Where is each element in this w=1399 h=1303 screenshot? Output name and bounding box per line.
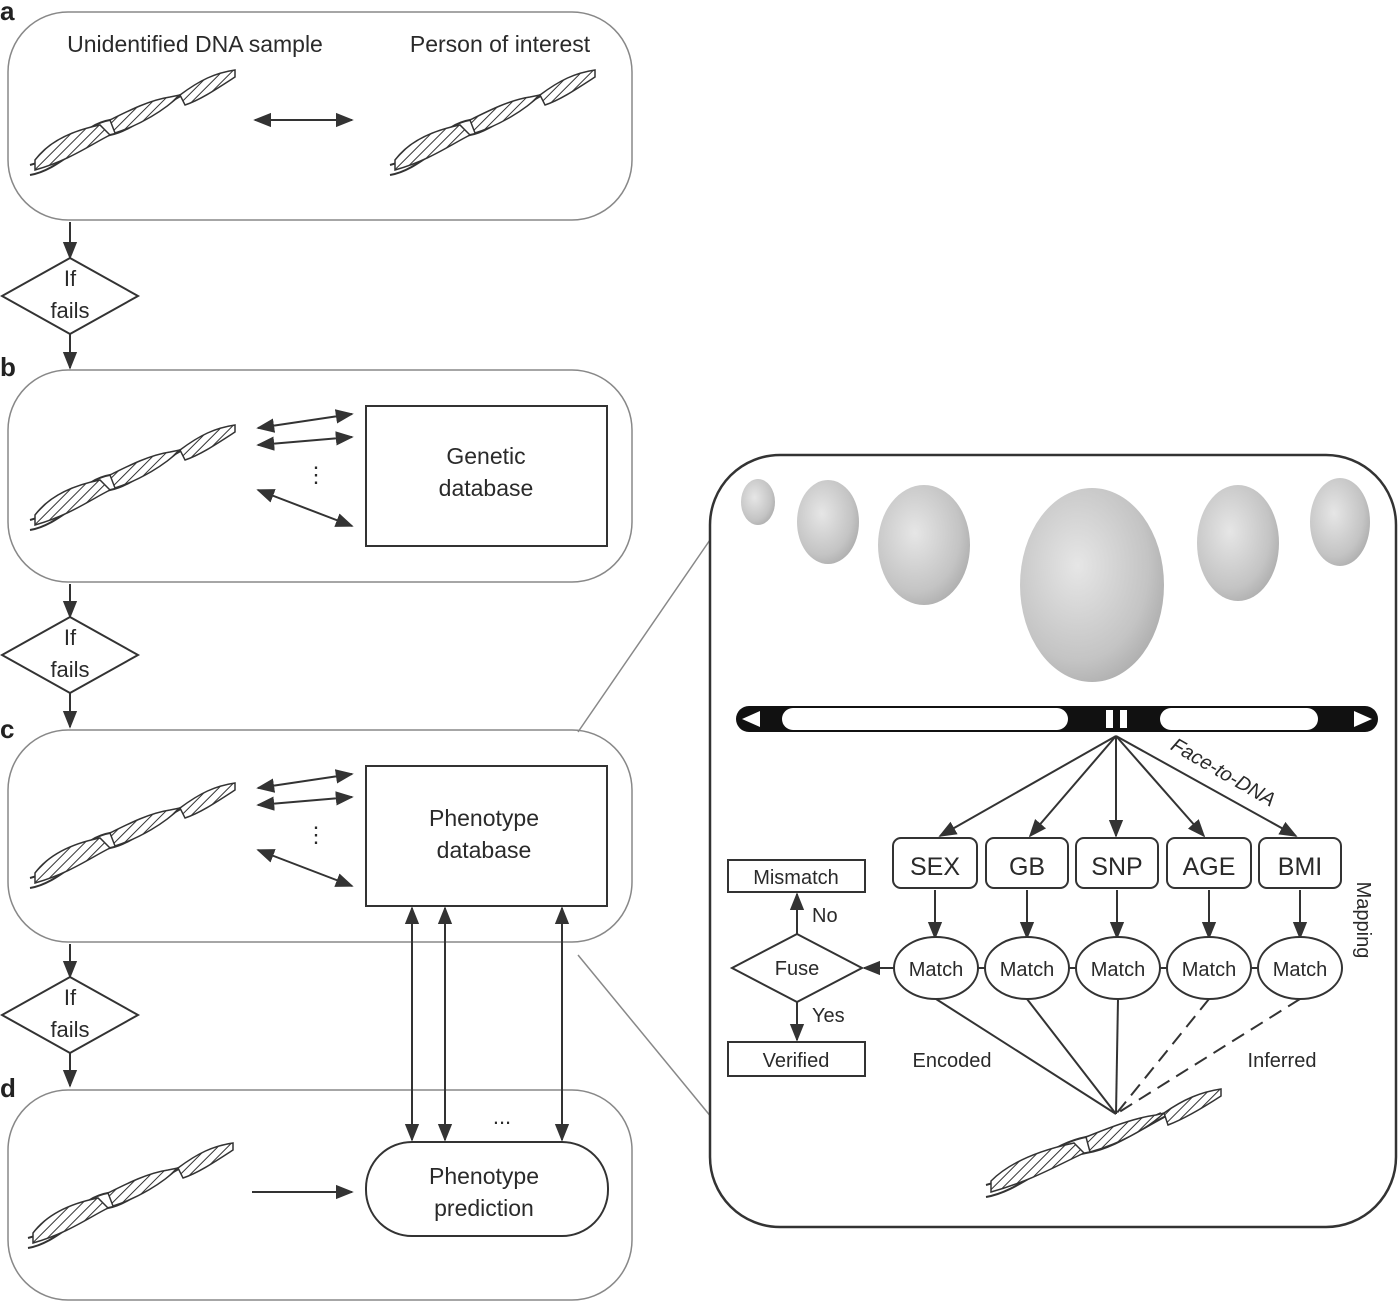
dna-helix-icon <box>27 1142 234 1249</box>
dna-helix-icon <box>29 69 236 176</box>
trait-box-age <box>1166 837 1252 889</box>
genetic-database-line1: Genetic <box>446 443 525 469</box>
decision-line1: If <box>64 625 77 650</box>
dna-helix-icon <box>985 1088 1222 1198</box>
dna-helix-icon <box>389 69 596 176</box>
trait-label-bmi: BMI <box>1278 853 1322 881</box>
encoded-link <box>1026 998 1117 1115</box>
dna-helix-icon <box>29 424 236 531</box>
encoded-label: Encoded <box>913 1050 992 1072</box>
no-label: No <box>812 905 838 927</box>
trait-box-bmi <box>1258 837 1342 889</box>
panel-d-frame <box>7 1089 633 1301</box>
verified-box <box>727 1041 866 1077</box>
verified-label: Verified <box>763 1050 830 1072</box>
encoded-link <box>1115 998 1119 1115</box>
decision-line2: fails <box>50 657 89 682</box>
mapping-label: Mapping <box>1352 882 1374 959</box>
decision-line1: If <box>64 266 77 291</box>
match-label: Match <box>1091 959 1145 981</box>
trait-box-sex <box>892 837 978 889</box>
fuse-label: Fuse <box>775 958 819 980</box>
branch-arrow <box>938 735 1117 837</box>
phenotype-prediction-box <box>365 1141 609 1237</box>
trait-label-age: AGE <box>1183 853 1236 881</box>
ellipsis-dots: ... <box>493 1104 511 1129</box>
face-icon <box>797 480 859 564</box>
branch-arrow <box>1115 735 1298 837</box>
query-arrow <box>256 769 354 793</box>
query-arrow <box>256 409 354 433</box>
query-arrow <box>256 791 354 811</box>
unidentified-sample-label: Unidentified DNA sample <box>67 31 323 57</box>
inferred-link <box>1115 998 1210 1115</box>
encoded-link <box>935 998 1117 1115</box>
ellipsis-dots: ⋮ <box>305 462 327 487</box>
panel-b-frame <box>7 369 633 583</box>
face-scan-sequence <box>741 478 1370 682</box>
face-icon <box>1020 488 1164 682</box>
match-label: Match <box>909 959 963 981</box>
match-label: Match <box>1273 959 1327 981</box>
panel-label-a: a <box>0 0 15 26</box>
ellipsis-dots: ⋮ <box>305 822 327 847</box>
face-icon <box>1310 478 1370 566</box>
phenotype-database-line1: Phenotype <box>429 805 539 831</box>
zoom-connector <box>577 954 713 1119</box>
trait-box-gb <box>985 837 1069 889</box>
face-icon <box>741 479 775 525</box>
person-of-interest-label: Person of interest <box>410 31 591 57</box>
phenotype-database-line2: database <box>437 837 532 863</box>
trait-box-snp <box>1075 837 1159 889</box>
genetic-database-box <box>365 405 608 547</box>
mismatch-label: Mismatch <box>753 867 839 889</box>
genetic-database-line2: database <box>439 475 534 501</box>
branch-arrow <box>1028 735 1117 838</box>
dna-helix-icon <box>29 782 236 889</box>
trait-label-snp: SNP <box>1091 853 1142 881</box>
query-arrow <box>256 489 354 527</box>
yes-label: Yes <box>812 1005 845 1027</box>
phenotype-prediction-line2: prediction <box>434 1195 534 1221</box>
inferred-link <box>1115 998 1301 1115</box>
panel-label-b: b <box>0 352 16 382</box>
match-label: Match <box>1000 959 1054 981</box>
chromosome-bar <box>736 706 1378 732</box>
panel-c-frame <box>7 729 633 943</box>
face-icon <box>1197 485 1279 601</box>
match-label: Match <box>1182 959 1236 981</box>
decision-line2: fails <box>50 1017 89 1042</box>
panel-a-frame <box>7 11 633 221</box>
decision-line2: fails <box>50 298 89 323</box>
mismatch-box <box>727 859 866 893</box>
branch-arrow <box>1115 735 1206 838</box>
query-arrow <box>256 431 354 451</box>
query-arrow <box>256 849 354 887</box>
trait-label-sex: SEX <box>910 853 960 881</box>
panel-label-d: d <box>0 1073 16 1103</box>
inferred-label: Inferred <box>1248 1050 1317 1072</box>
zoom-connector <box>577 536 713 733</box>
face-icon <box>878 485 970 605</box>
phenotype-prediction-line1: Phenotype <box>429 1163 539 1189</box>
decision-line1: If <box>64 985 77 1010</box>
panel-label-c: c <box>0 714 14 744</box>
trait-label-gb: GB <box>1009 853 1045 881</box>
phenotype-database-box <box>365 765 608 907</box>
